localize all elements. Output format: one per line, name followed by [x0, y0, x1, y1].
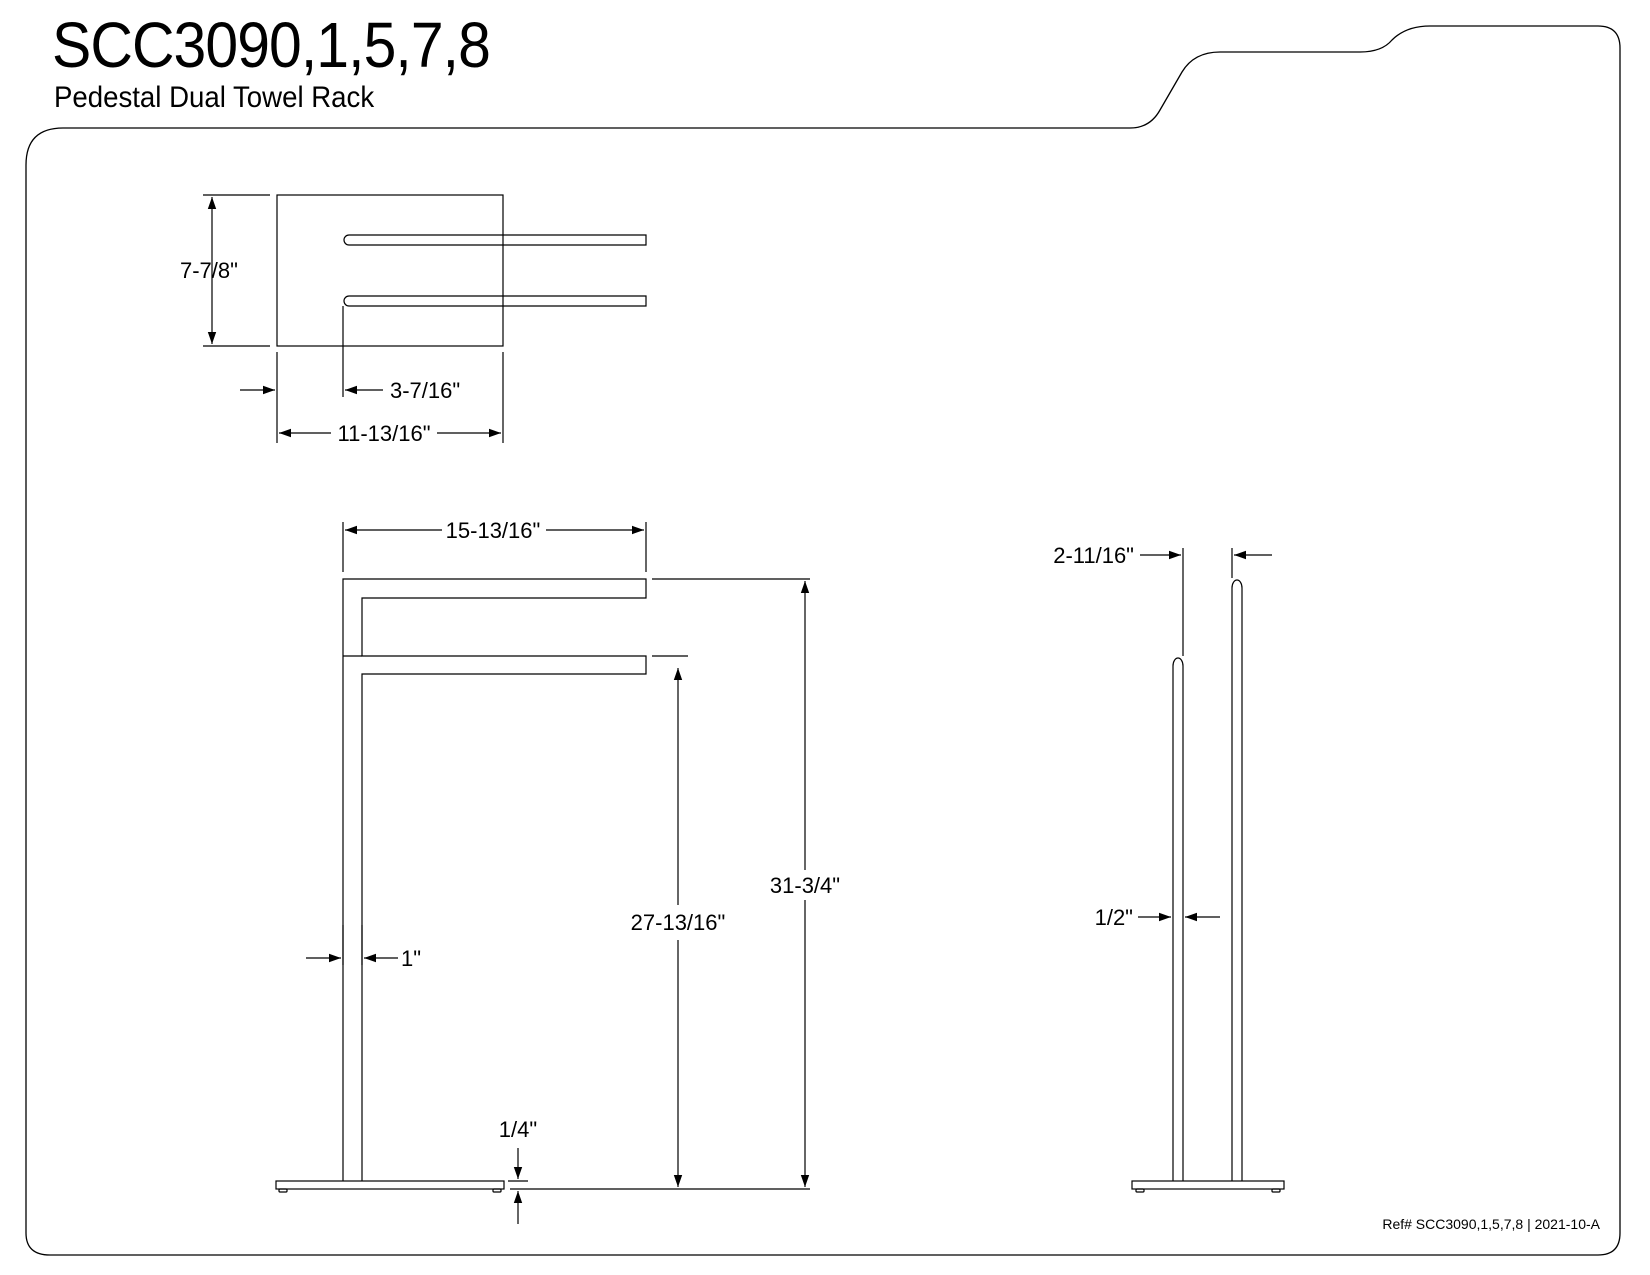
front-view-labels: 15-13/16" 31-3/4" 27-13/16" 1" 1/4" [401, 518, 840, 1142]
side-view-base-plate [1131, 1180, 1285, 1190]
base-width-label: 11-13/16" [337, 421, 430, 446]
top-view-labels: 7-7/8" 3-7/16" 11-13/16" [180, 258, 460, 446]
drawing-border [25, 25, 1621, 1256]
post-width-label: 1" [401, 946, 421, 971]
product-name-subtitle: Pedestal Dual Towel Rack [54, 81, 375, 114]
reference-number: Ref# SCC3090,1,5,7,8 | 2021-10-A [1382, 1216, 1600, 1232]
base-foot-left [278, 1188, 288, 1193]
post-depth-label: 1/2" [1095, 905, 1133, 930]
depth-label: 7-7/8" [180, 258, 238, 283]
front-view-frame [342, 578, 647, 1181]
overall-height-label: 31-3/4" [770, 873, 840, 898]
front-view-base-plate [275, 1180, 505, 1190]
post-spacing-label: 2-11/16" [1053, 543, 1134, 568]
top-view-upper-bar [343, 234, 647, 246]
base-foot-right [492, 1188, 502, 1193]
top-view-lower-bar [343, 295, 647, 307]
lower-bar-height-label: 27-13/16" [631, 910, 726, 935]
bar-offset-label: 3-7/16" [390, 378, 460, 403]
side-view-front-post [1172, 657, 1184, 1181]
model-number-title: SCC3090,1,5,7,8 [52, 9, 491, 81]
top-view-base-plate [276, 194, 504, 347]
front-view [275, 522, 810, 1224]
side-view-rear-post [1231, 579, 1243, 1181]
side-view-labels: 2-11/16" 1/2" [1053, 543, 1134, 930]
base-thickness-label: 1/4" [499, 1117, 537, 1142]
arm-length-label: 15-13/16" [446, 518, 541, 543]
top-view [203, 194, 647, 443]
side-view [1131, 548, 1285, 1193]
